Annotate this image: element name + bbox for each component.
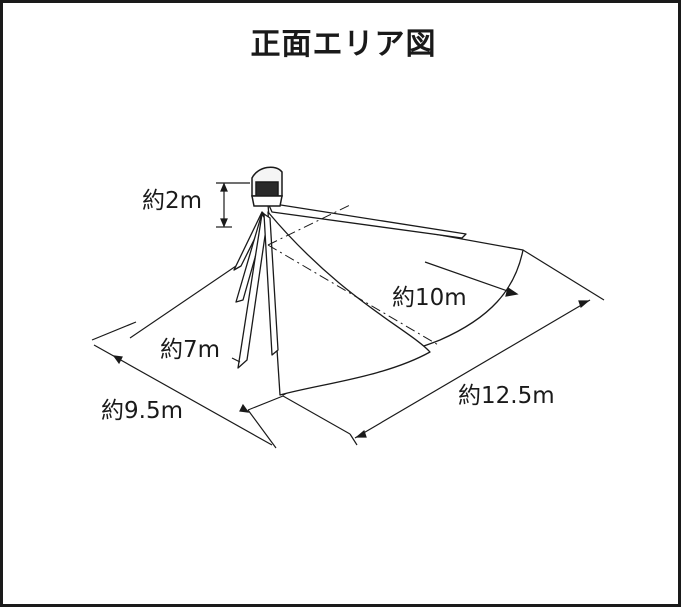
motion-sensor-device bbox=[251, 166, 283, 207]
ground-edge-left bbox=[129, 265, 237, 339]
diagram-title: 正面エリア図 bbox=[250, 27, 437, 62]
ground-edge-right bbox=[282, 395, 351, 435]
label-height: 約2m bbox=[142, 188, 202, 214]
detection-zone-top bbox=[267, 202, 467, 239]
label-front-range: 約10m bbox=[392, 285, 467, 311]
label-depth: 約9.5m bbox=[101, 398, 183, 424]
centerline-axis bbox=[267, 244, 441, 347]
label-width: 約12.5m bbox=[458, 383, 555, 409]
detection-zone-left-4 bbox=[263, 213, 279, 356]
label-side-range: 約7m bbox=[160, 337, 220, 363]
ground-edge-front bbox=[247, 395, 284, 411]
centerline-cross bbox=[267, 204, 351, 246]
detection-fan-front bbox=[267, 211, 431, 396]
